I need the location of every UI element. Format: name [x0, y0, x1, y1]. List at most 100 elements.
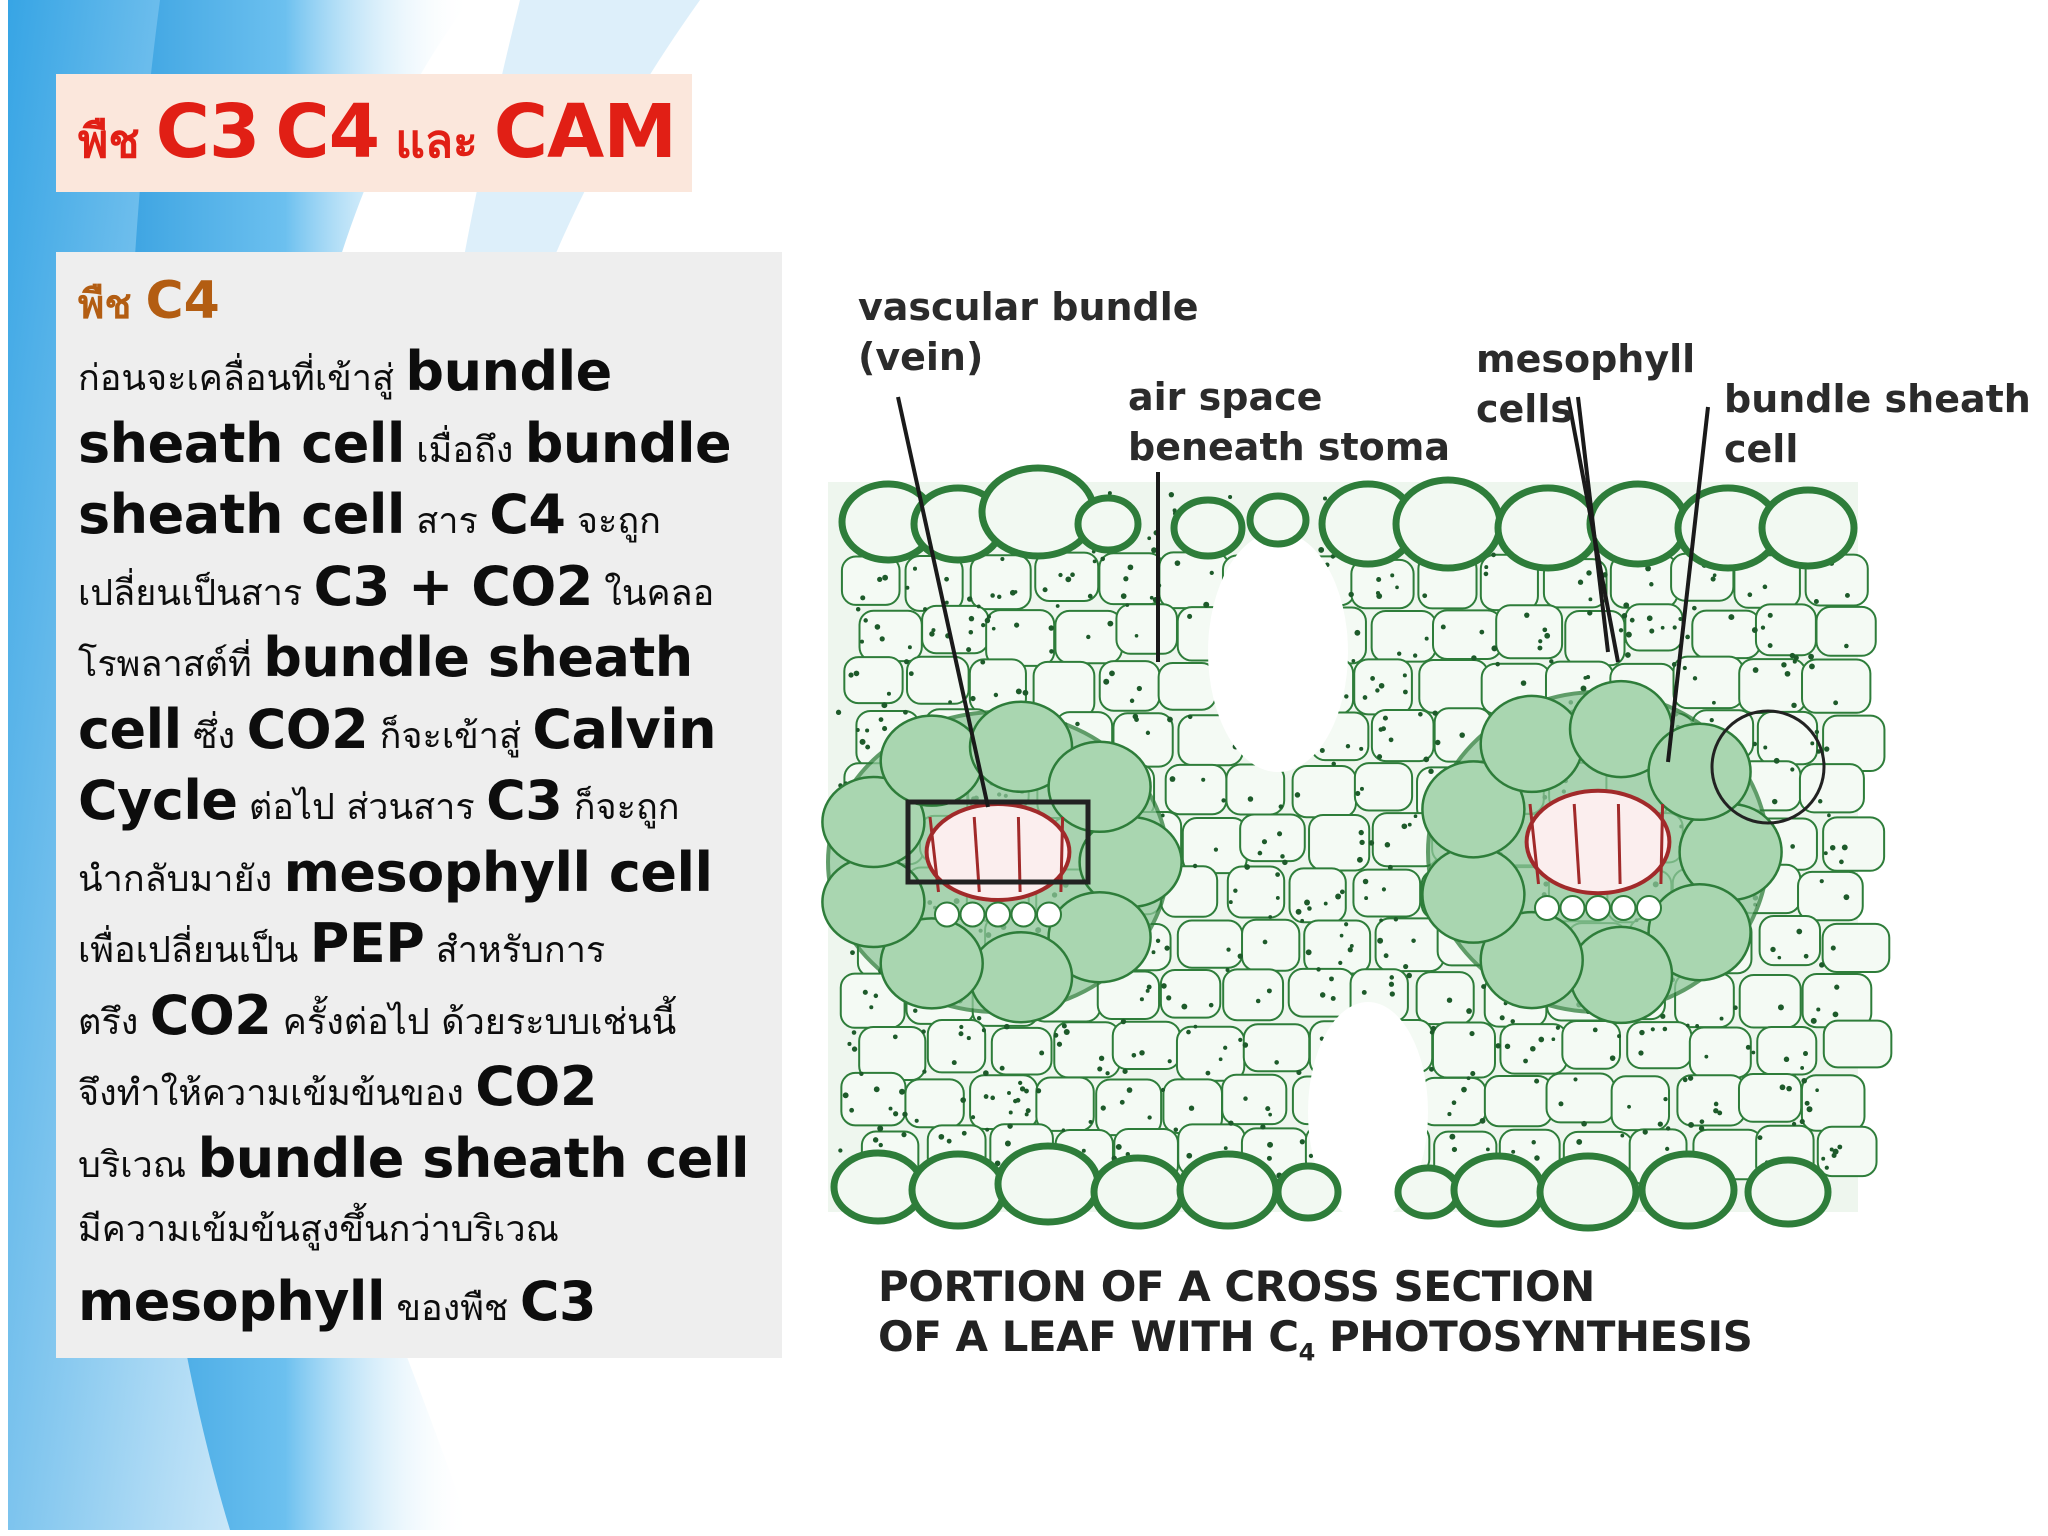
chloroplast-dot [1583, 675, 1588, 680]
body-line: ก่อนจะเคลื่อนที่เข้าสู่ bundle [78, 340, 612, 403]
chloroplast-dot [1790, 844, 1795, 849]
chloroplast-dot [912, 566, 917, 571]
leader-line [1576, 396, 1610, 653]
chloroplast-dot [1709, 717, 1714, 723]
mesophyll-cell [858, 609, 923, 663]
chloroplast-dot [1146, 984, 1152, 990]
upper-epidermis-cell [978, 464, 1098, 560]
chloroplast-dot [1384, 842, 1391, 848]
chloroplast-dot [873, 993, 879, 999]
mesophyll-cell [1053, 1021, 1121, 1079]
chloroplast-dot [1576, 1139, 1583, 1145]
title-c4: C4 [275, 88, 380, 175]
chloroplast-dot [1056, 1041, 1063, 1047]
chloroplast-dot [1449, 1133, 1456, 1140]
title-prefix: พืช [78, 113, 140, 168]
vein-cell-wall [1528, 803, 1540, 885]
chloroplast-dot [1187, 613, 1193, 619]
chloroplast-dot [1055, 604, 1060, 608]
chloroplast-dot [1793, 655, 1799, 661]
chloroplast-dot [1823, 851, 1828, 856]
mesophyll-cell [1431, 1021, 1496, 1079]
chloroplast-dot [1784, 670, 1791, 677]
chloroplast-dot [1657, 1121, 1663, 1127]
vein-cell-wall [1572, 803, 1581, 885]
chloroplast-dot [1792, 659, 1797, 664]
chloroplast-dot [1223, 1146, 1228, 1151]
chloroplast-dot [938, 1133, 945, 1140]
chloroplast-dot [860, 595, 866, 601]
upper-epidermis-cell [1758, 486, 1858, 570]
bundle-sheath-cell [968, 700, 1074, 794]
chloroplast-dot [1646, 615, 1653, 622]
chloroplast-dot [1402, 689, 1408, 695]
chloroplast-dot [1747, 592, 1753, 598]
chloroplast-dot [999, 1065, 1005, 1071]
mesophyll-cell [840, 1071, 907, 1127]
chloroplast-dot [986, 614, 991, 619]
chloroplast-dot [1274, 1060, 1279, 1065]
chloroplast-dot [1699, 1119, 1705, 1124]
chloroplast-dot [1665, 1146, 1670, 1152]
chloroplast-dot [1007, 1123, 1013, 1129]
chloroplast-dot [1447, 1112, 1452, 1117]
chloroplast-dot [1804, 1100, 1810, 1106]
body-line: จึงทำให้ความเข้มข้นของ CO2 [78, 1055, 597, 1118]
mesophyll-cell [1098, 660, 1161, 712]
chloroplast-dot [899, 1088, 906, 1095]
chloroplast-dot [997, 594, 1002, 600]
chloroplast-dot [1019, 1086, 1026, 1092]
chloroplast-dot [1816, 1007, 1821, 1012]
chloroplast-dot [1841, 844, 1848, 851]
chloroplast-dot [1538, 639, 1543, 644]
chloroplast-dot [1757, 1135, 1763, 1141]
chloroplast-dot [1542, 627, 1548, 633]
chloroplast-dot [1344, 922, 1349, 927]
mesophyll-cell [1495, 604, 1564, 660]
chloroplast-dot [1186, 1029, 1191, 1035]
mesophyll-cell [969, 1074, 1039, 1130]
chloroplast-dot [1168, 491, 1175, 498]
chloroplast-dot [976, 1016, 982, 1021]
mesophyll-cell [1303, 919, 1372, 975]
chloroplast-dot [1354, 629, 1361, 636]
chloroplast-dot [1107, 620, 1114, 627]
chloroplast-dot [1275, 872, 1280, 877]
chloroplast-dot [981, 1028, 986, 1033]
chloroplast-dot [968, 629, 974, 635]
chloroplast-dot [1671, 662, 1677, 667]
chloroplast-dot [1203, 601, 1210, 608]
chloroplast-dot [1479, 1117, 1486, 1124]
chloroplast-dot [1704, 1054, 1709, 1059]
lower-epidermis-cell [1090, 1154, 1186, 1230]
chloroplast-dot [1395, 585, 1399, 590]
chloroplast-dot [1660, 625, 1665, 630]
chloroplast-dot [1530, 1045, 1536, 1052]
title-cam: CAM [493, 88, 677, 175]
chloroplast-dot [1339, 889, 1345, 895]
chloroplast-dot [1751, 627, 1758, 634]
chloroplast-dot [1323, 496, 1328, 501]
chloroplast-dot [1174, 560, 1181, 567]
chloroplast-dot [1762, 584, 1768, 590]
chloroplast-dot [1592, 1027, 1598, 1033]
chloroplast-dot [1134, 633, 1139, 638]
phloem-cell [1610, 895, 1637, 921]
chloroplast-dot [961, 1130, 967, 1136]
mesophyll-cell [1225, 763, 1286, 816]
mesophyll-cell [1754, 603, 1817, 657]
chloroplast-dot [1368, 840, 1375, 846]
mesophyll-cell [1626, 1021, 1693, 1070]
chloroplast-dot [1733, 1005, 1738, 1010]
chloroplast-dot [1402, 673, 1407, 678]
chloroplast-dot [1523, 1058, 1528, 1064]
chloroplast-dot [1370, 676, 1375, 681]
chloroplast-dot [1383, 953, 1389, 959]
chloroplast-dot [1187, 714, 1193, 720]
chloroplast-dot [1305, 949, 1312, 956]
subheading-thai: พืช [78, 282, 132, 328]
chloroplast-dot [1261, 839, 1268, 845]
chloroplast-dot [1809, 663, 1815, 670]
chloroplast-dot [1843, 894, 1850, 901]
chloroplast-dot [1300, 918, 1305, 923]
